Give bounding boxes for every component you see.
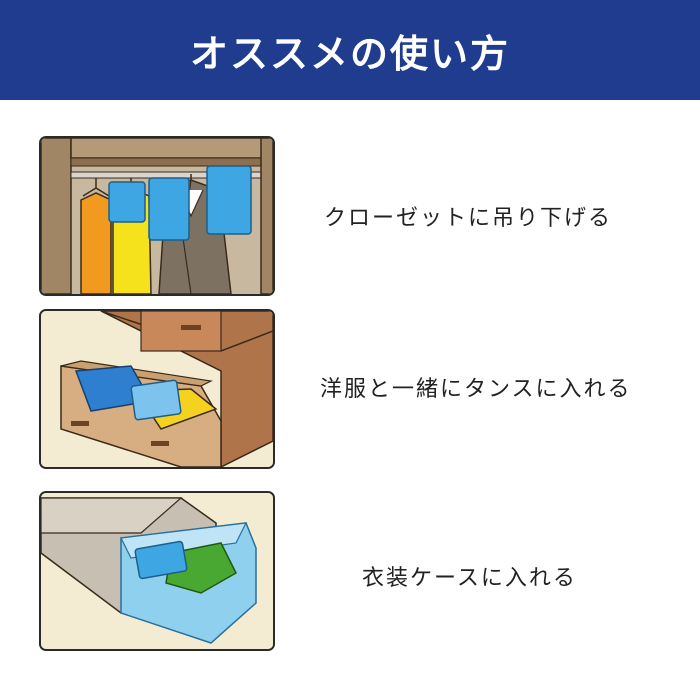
usage-row-closet: クローゼットに吊り下げる — [0, 136, 700, 296]
usage-row-dresser: 洋服と一緒にタンスに入れる — [0, 309, 700, 469]
usage-row-case: 衣装ケースに入れる — [0, 491, 700, 651]
dresser-drawer-illustration — [39, 309, 275, 469]
closet-hanging-illustration — [39, 136, 275, 296]
storage-case-illustration — [39, 491, 275, 651]
page-title: オススメの使い方 — [189, 31, 510, 76]
usage-caption-case: 衣装ケースに入れる — [362, 566, 577, 591]
usage-caption-closet: クローゼットに吊り下げる — [324, 206, 613, 231]
page-header: オススメの使い方 — [0, 0, 700, 100]
usage-caption-dresser: 洋服と一緒にタンスに入れる — [320, 377, 632, 402]
